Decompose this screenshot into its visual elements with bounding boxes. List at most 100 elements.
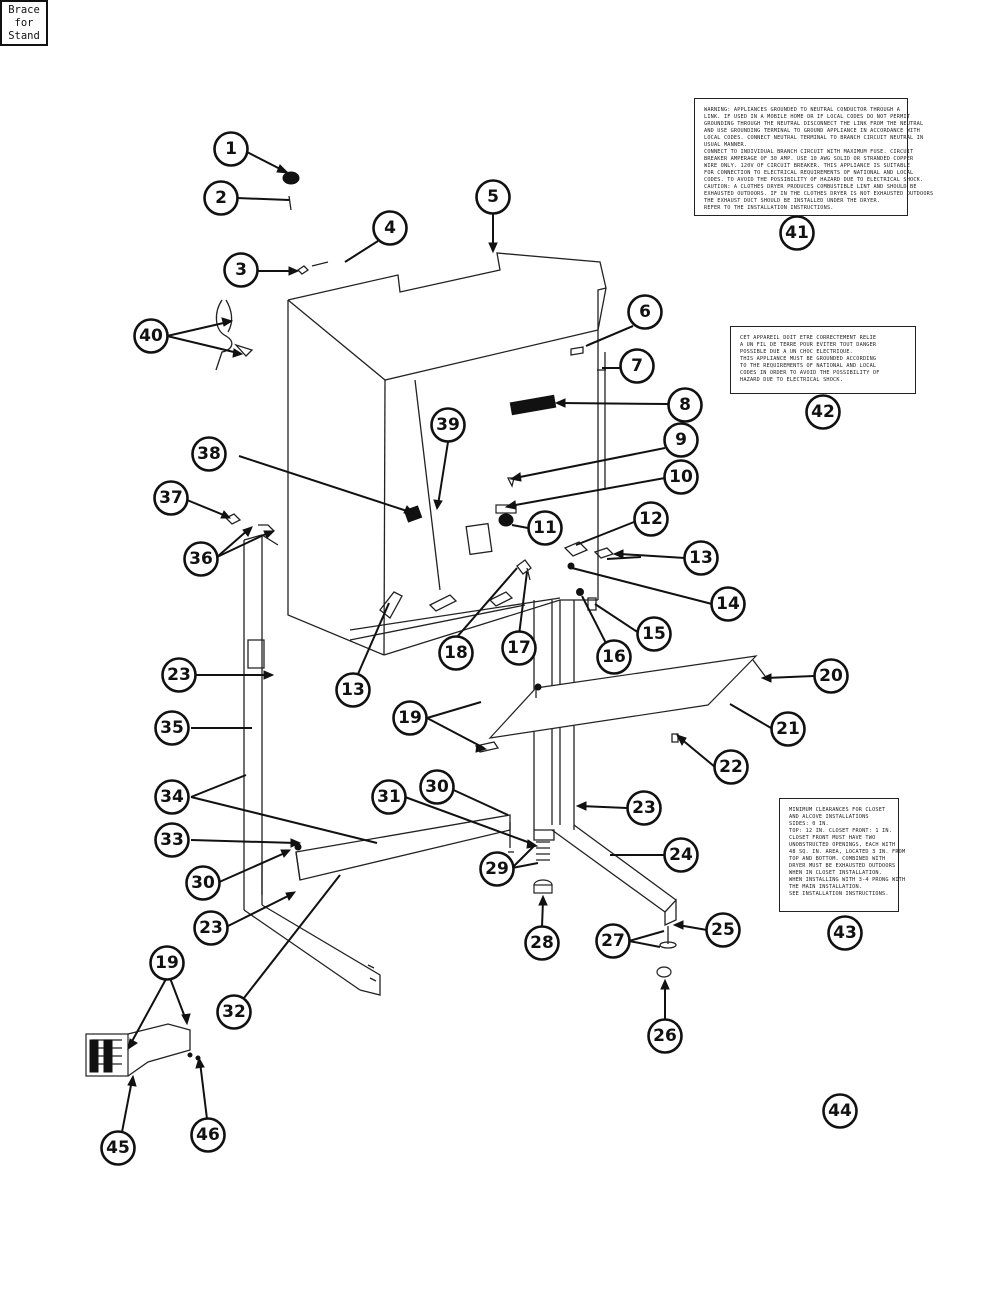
svg-text:45: 45 — [106, 1138, 130, 1158]
warning-label-41: WARNING: APPLIANCES GROUNDED TO NEUTRAL … — [694, 98, 933, 216]
heater-part — [509, 394, 557, 416]
callout-17: 17 — [501, 630, 537, 666]
callout-33: 33 — [154, 822, 190, 858]
label-text-line: WIRE ONLY. 120V OF CIRCUIT BREAKER. THIS… — [704, 163, 911, 169]
callout-1: 1 — [213, 131, 249, 167]
callout-22: 22 — [713, 749, 749, 785]
callout-16: 16 — [596, 639, 632, 675]
callout-44: 44 — [822, 1093, 858, 1129]
clip-part — [311, 261, 329, 267]
svg-text:36: 36 — [189, 549, 213, 569]
label-text-line: AND ALCOVE INSTALLATIONS — [789, 814, 869, 820]
label-text-line: TOP: 12 IN. CLOSET FRONT: 1 IN. — [789, 828, 893, 834]
svg-text:25: 25 — [711, 920, 735, 940]
callout-23-right: 23 — [626, 790, 662, 826]
label-text-line: DRYER MUST BE EXHAUSTED OUTDOORS — [789, 863, 896, 869]
label-text-line: WHEN INSTALLING WITH 3-4 PRONG WITH — [789, 877, 906, 883]
label-text-line: WARNING: APPLIANCES GROUNDED TO NEUTRAL … — [704, 107, 901, 113]
callout-43: 43 — [827, 915, 863, 951]
svg-text:40: 40 — [139, 326, 163, 346]
svg-text:20: 20 — [819, 666, 843, 686]
svg-text:37: 37 — [159, 488, 183, 508]
callout-7: 7 — [619, 348, 655, 384]
svg-text:14: 14 — [716, 594, 740, 614]
callout-20: 20 — [813, 658, 849, 694]
label-text-line: CLOSET FRONT MUST HAVE TWO — [789, 835, 876, 841]
label-text-line: TOP AND BOTTOM. COMBINED WITH — [789, 856, 886, 862]
callout-31: 31 — [371, 779, 407, 815]
svg-text:30: 30 — [191, 873, 215, 893]
label-text-line: A UN FIL DE TERRE POUR EVITER TOUT DANGE… — [740, 342, 877, 348]
label-text-line: CODES. TO AVOID THE POSSIBILITY OF HAZAR… — [704, 177, 924, 183]
label-text-line: HAZARD DUE TO ELECTRICAL SHOCK. — [740, 377, 844, 383]
callout-40: 40 — [133, 318, 169, 354]
svg-text:6: 6 — [639, 302, 651, 322]
svg-text:19: 19 — [155, 953, 179, 973]
callout-11: 11 — [527, 510, 563, 546]
callout-2: 2 — [203, 180, 239, 216]
bracket-part — [570, 346, 584, 356]
svg-text:38: 38 — [197, 444, 221, 464]
label-text-line: CODES IN ORDER TO AVOID THE POSSIBILITY … — [740, 370, 880, 376]
callout-25: 25 — [705, 912, 741, 948]
label-text-line: WHEN IN CLOSET INSTALLATION. — [789, 870, 883, 876]
label-text-line: THE EXHAUST DUCT SHOULD BE INSTALLED UND… — [704, 198, 881, 204]
svg-text:26: 26 — [653, 1026, 677, 1046]
svg-text:23: 23 — [167, 665, 191, 685]
callout-23-lower: 23 — [193, 910, 229, 946]
callout-46: 46 — [190, 1117, 226, 1153]
callout-5: 5 — [475, 179, 511, 215]
label-text-line: THIS APPLIANCE MUST BE GROUNDED ACCORDIN… — [740, 356, 877, 362]
wire-part — [414, 379, 441, 591]
label-text-line: FOR CONNECTION TO ELECTRICAL REQUIREMENT… — [704, 170, 914, 176]
label-text-line: BREAKER AMPERAGE OF 30 AMP. USE 10 AWG S… — [704, 156, 914, 162]
svg-text:31: 31 — [377, 787, 401, 807]
label-text-line: POSSIBLE DUE A UN CHOC ELECTRIQUE. — [740, 349, 853, 355]
brace-part — [294, 814, 514, 881]
svg-text:30: 30 — [425, 777, 449, 797]
svg-text:24: 24 — [669, 845, 693, 865]
svg-text:46: 46 — [196, 1125, 220, 1145]
svg-text:12: 12 — [639, 509, 663, 529]
callout-6: 6 — [627, 294, 663, 330]
label-text-line: SEE INSTALLATION INSTRUCTIONS. — [789, 891, 889, 897]
svg-text:29: 29 — [485, 859, 509, 879]
callout-12: 12 — [633, 501, 669, 537]
svg-text:17: 17 — [507, 638, 531, 658]
screw-part — [296, 265, 310, 275]
callout-3: 3 — [223, 252, 259, 288]
callout-38: 38 — [191, 436, 227, 472]
svg-text:18: 18 — [444, 643, 468, 663]
callout-41: 41 — [779, 215, 815, 251]
svg-text:7: 7 — [631, 356, 643, 376]
svg-text:23: 23 — [199, 918, 223, 938]
label-text-line: UNOBSTRUCTED OPENINGS, EACH WITH — [789, 842, 896, 848]
label-text-line: SIDES: 0 IN. — [789, 821, 829, 827]
svg-text:5: 5 — [487, 187, 499, 207]
callout-23-upper: 23 — [161, 657, 197, 693]
label-text-line: USUAL MANNER. — [704, 142, 748, 148]
front-panel-part — [488, 655, 766, 743]
svg-text:23: 23 — [632, 798, 656, 818]
svg-text:44: 44 — [828, 1101, 852, 1121]
callout-36: 36 — [183, 541, 219, 577]
callout-13-left: 13 — [335, 672, 371, 708]
callout-4: 4 — [372, 210, 408, 246]
svg-text:27: 27 — [601, 931, 625, 951]
svg-text:41: 41 — [785, 223, 809, 243]
callout-14: 14 — [710, 586, 746, 622]
svg-text:33: 33 — [160, 830, 184, 850]
label-text-line: CET APPAREIL DOIT ETRE CORRECTEMENT RELI… — [740, 335, 877, 341]
terminal-block-assembly — [85, 1023, 201, 1077]
label-text-line: LOCAL CODES. CONNECT NEUTRAL TERMINAL TO… — [704, 135, 924, 141]
svg-text:34: 34 — [160, 787, 184, 807]
label-text-line: CAUTION: A CLOTHES DRYER PRODUCES COMBUS… — [704, 184, 917, 190]
svg-text:21: 21 — [776, 719, 800, 739]
svg-text:10: 10 — [669, 467, 693, 487]
warning-label-text: WARNING: APPLIANCES GROUNDED TO NEUTRAL … — [704, 107, 933, 212]
callout-18: 18 — [438, 635, 474, 671]
svg-text:42: 42 — [811, 402, 835, 422]
svg-text:16: 16 — [602, 647, 626, 667]
